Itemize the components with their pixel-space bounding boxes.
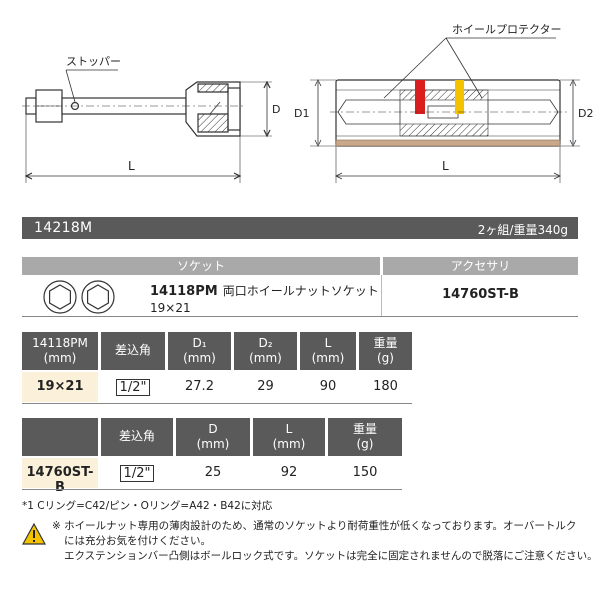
weight-value-text: 150: [352, 465, 378, 480]
header-cell-1: 差込角: [101, 418, 173, 456]
length-value-text: 90: [319, 379, 337, 394]
header-label: 重量: [373, 336, 398, 350]
accessory-spec-part-cell: [22, 458, 98, 488]
d1-value: 27.2: [168, 379, 231, 394]
weight-value: 180: [359, 379, 412, 394]
warning-triangle-icon: [22, 523, 46, 545]
l-dimension-label-right: L: [442, 159, 449, 173]
header-unit: (mm): [196, 437, 230, 451]
d1-value-text: 27.2: [185, 379, 214, 394]
d2-dimension-label: D2: [578, 107, 593, 120]
socket-part-number: 14118PM: [150, 284, 218, 299]
d-value-text: 25: [204, 465, 222, 480]
header-cell-3: D₂(mm): [234, 332, 297, 370]
drive-value-text: 1/2": [115, 379, 151, 396]
header-cell-3: L(mm): [253, 418, 325, 456]
warning-line-2: には充分お気を付けください。: [64, 535, 211, 547]
accessory-column-header: アクセサリ: [383, 257, 578, 275]
header-unit: (mm): [183, 351, 216, 365]
header-cell-5: 重量(g): [359, 332, 412, 370]
header-label: D: [208, 422, 218, 436]
contents-table: ソケット アクセサリ 14118PM 両口ホイールナットソケット 19×21 1…: [22, 257, 578, 317]
drive-value: 1/2": [101, 379, 165, 396]
header-unit: (mm): [272, 437, 306, 451]
header-label: D₁: [192, 336, 207, 350]
red-color-band: [415, 80, 425, 114]
header-label: 重量: [352, 422, 377, 436]
model-header-bar: 14218M 2ヶ組/重量340g: [22, 217, 578, 239]
weight-value: 150: [328, 465, 402, 480]
socket-size: 19×21: [150, 301, 191, 315]
double-socket-drawing: [335, 79, 561, 147]
d2-value-text: 29: [257, 379, 274, 394]
header-cell-4: 重量(g): [328, 418, 402, 456]
length-value-text: 92: [280, 465, 298, 480]
length-value: 92: [253, 465, 325, 480]
technical-drawings: ストッパー D L: [22, 23, 593, 183]
accessory-part-number: 14760ST-B: [442, 287, 519, 302]
size-value: 19×21: [22, 379, 98, 394]
warning-line-3: エクステンションバー凸側はボールロック式です。ソケットは完全に固定されませんので…: [64, 550, 598, 562]
size-value-text: 19×21: [36, 379, 84, 394]
header-cell-2: D₁(mm): [168, 332, 231, 370]
weight-value-text: 180: [373, 379, 398, 394]
l-dimension-label-left: L: [128, 159, 135, 173]
socket-name: 両口ホイールナットソケット: [222, 284, 379, 298]
header-unit: (g): [377, 351, 394, 365]
d-dimension-label: D: [272, 103, 280, 116]
part-value: 14760ST-B: [22, 465, 98, 495]
model-number: 14218M: [34, 220, 93, 236]
socket-spec-size-cell: [22, 372, 98, 402]
socket-description: 14118PM 両口ホイールナットソケット 19×21: [150, 280, 380, 315]
d1-dimension-label: D1: [294, 107, 309, 120]
d2-value: 29: [234, 379, 297, 394]
header-cell-1: 差込角: [101, 332, 165, 370]
drive-value: 1/2": [101, 465, 173, 482]
set-weight-info: 2ヶ組/重量340g: [477, 223, 568, 237]
header-label: 14118PM: [32, 336, 88, 350]
extension-bar-drawing: [22, 69, 272, 183]
wheel-protector-label: ホイールプロテクター: [452, 23, 562, 36]
header-cell-0: [22, 418, 98, 456]
header-label: D₂: [258, 336, 273, 350]
yellow-color-band: [455, 80, 464, 114]
length-value: 90: [300, 379, 356, 394]
header-unit: (g): [356, 437, 374, 451]
header-unit: (mm): [249, 351, 282, 365]
stopper-label: ストッパー: [66, 55, 121, 68]
part-value-text: 14760ST-B: [26, 465, 94, 495]
header-unit: (mm): [311, 351, 345, 365]
header-cell-2: D(mm): [176, 418, 250, 456]
header-label: 差込角: [114, 343, 151, 357]
drive-value-text: 1/2": [119, 465, 155, 482]
warning-line-1: ※ ホイールナット専用の薄肉設計のため、通常のソケットより耐荷重性が低くなってお…: [52, 520, 577, 532]
header-unit: (mm): [43, 351, 77, 365]
header-label: L: [324, 336, 332, 350]
socket-column-header: ソケット: [22, 257, 380, 275]
header-cell-0: 14118PM(mm): [22, 332, 98, 370]
header-label: 差込角: [118, 429, 155, 443]
hex-socket-icon: [43, 280, 115, 314]
footnote: *1 Cリング=C42/ピン・Oリング=A42・B42に対応: [22, 500, 273, 512]
header-cell-4: L(mm): [300, 332, 356, 370]
d-value: 25: [176, 465, 250, 480]
header-label: L: [285, 422, 293, 436]
